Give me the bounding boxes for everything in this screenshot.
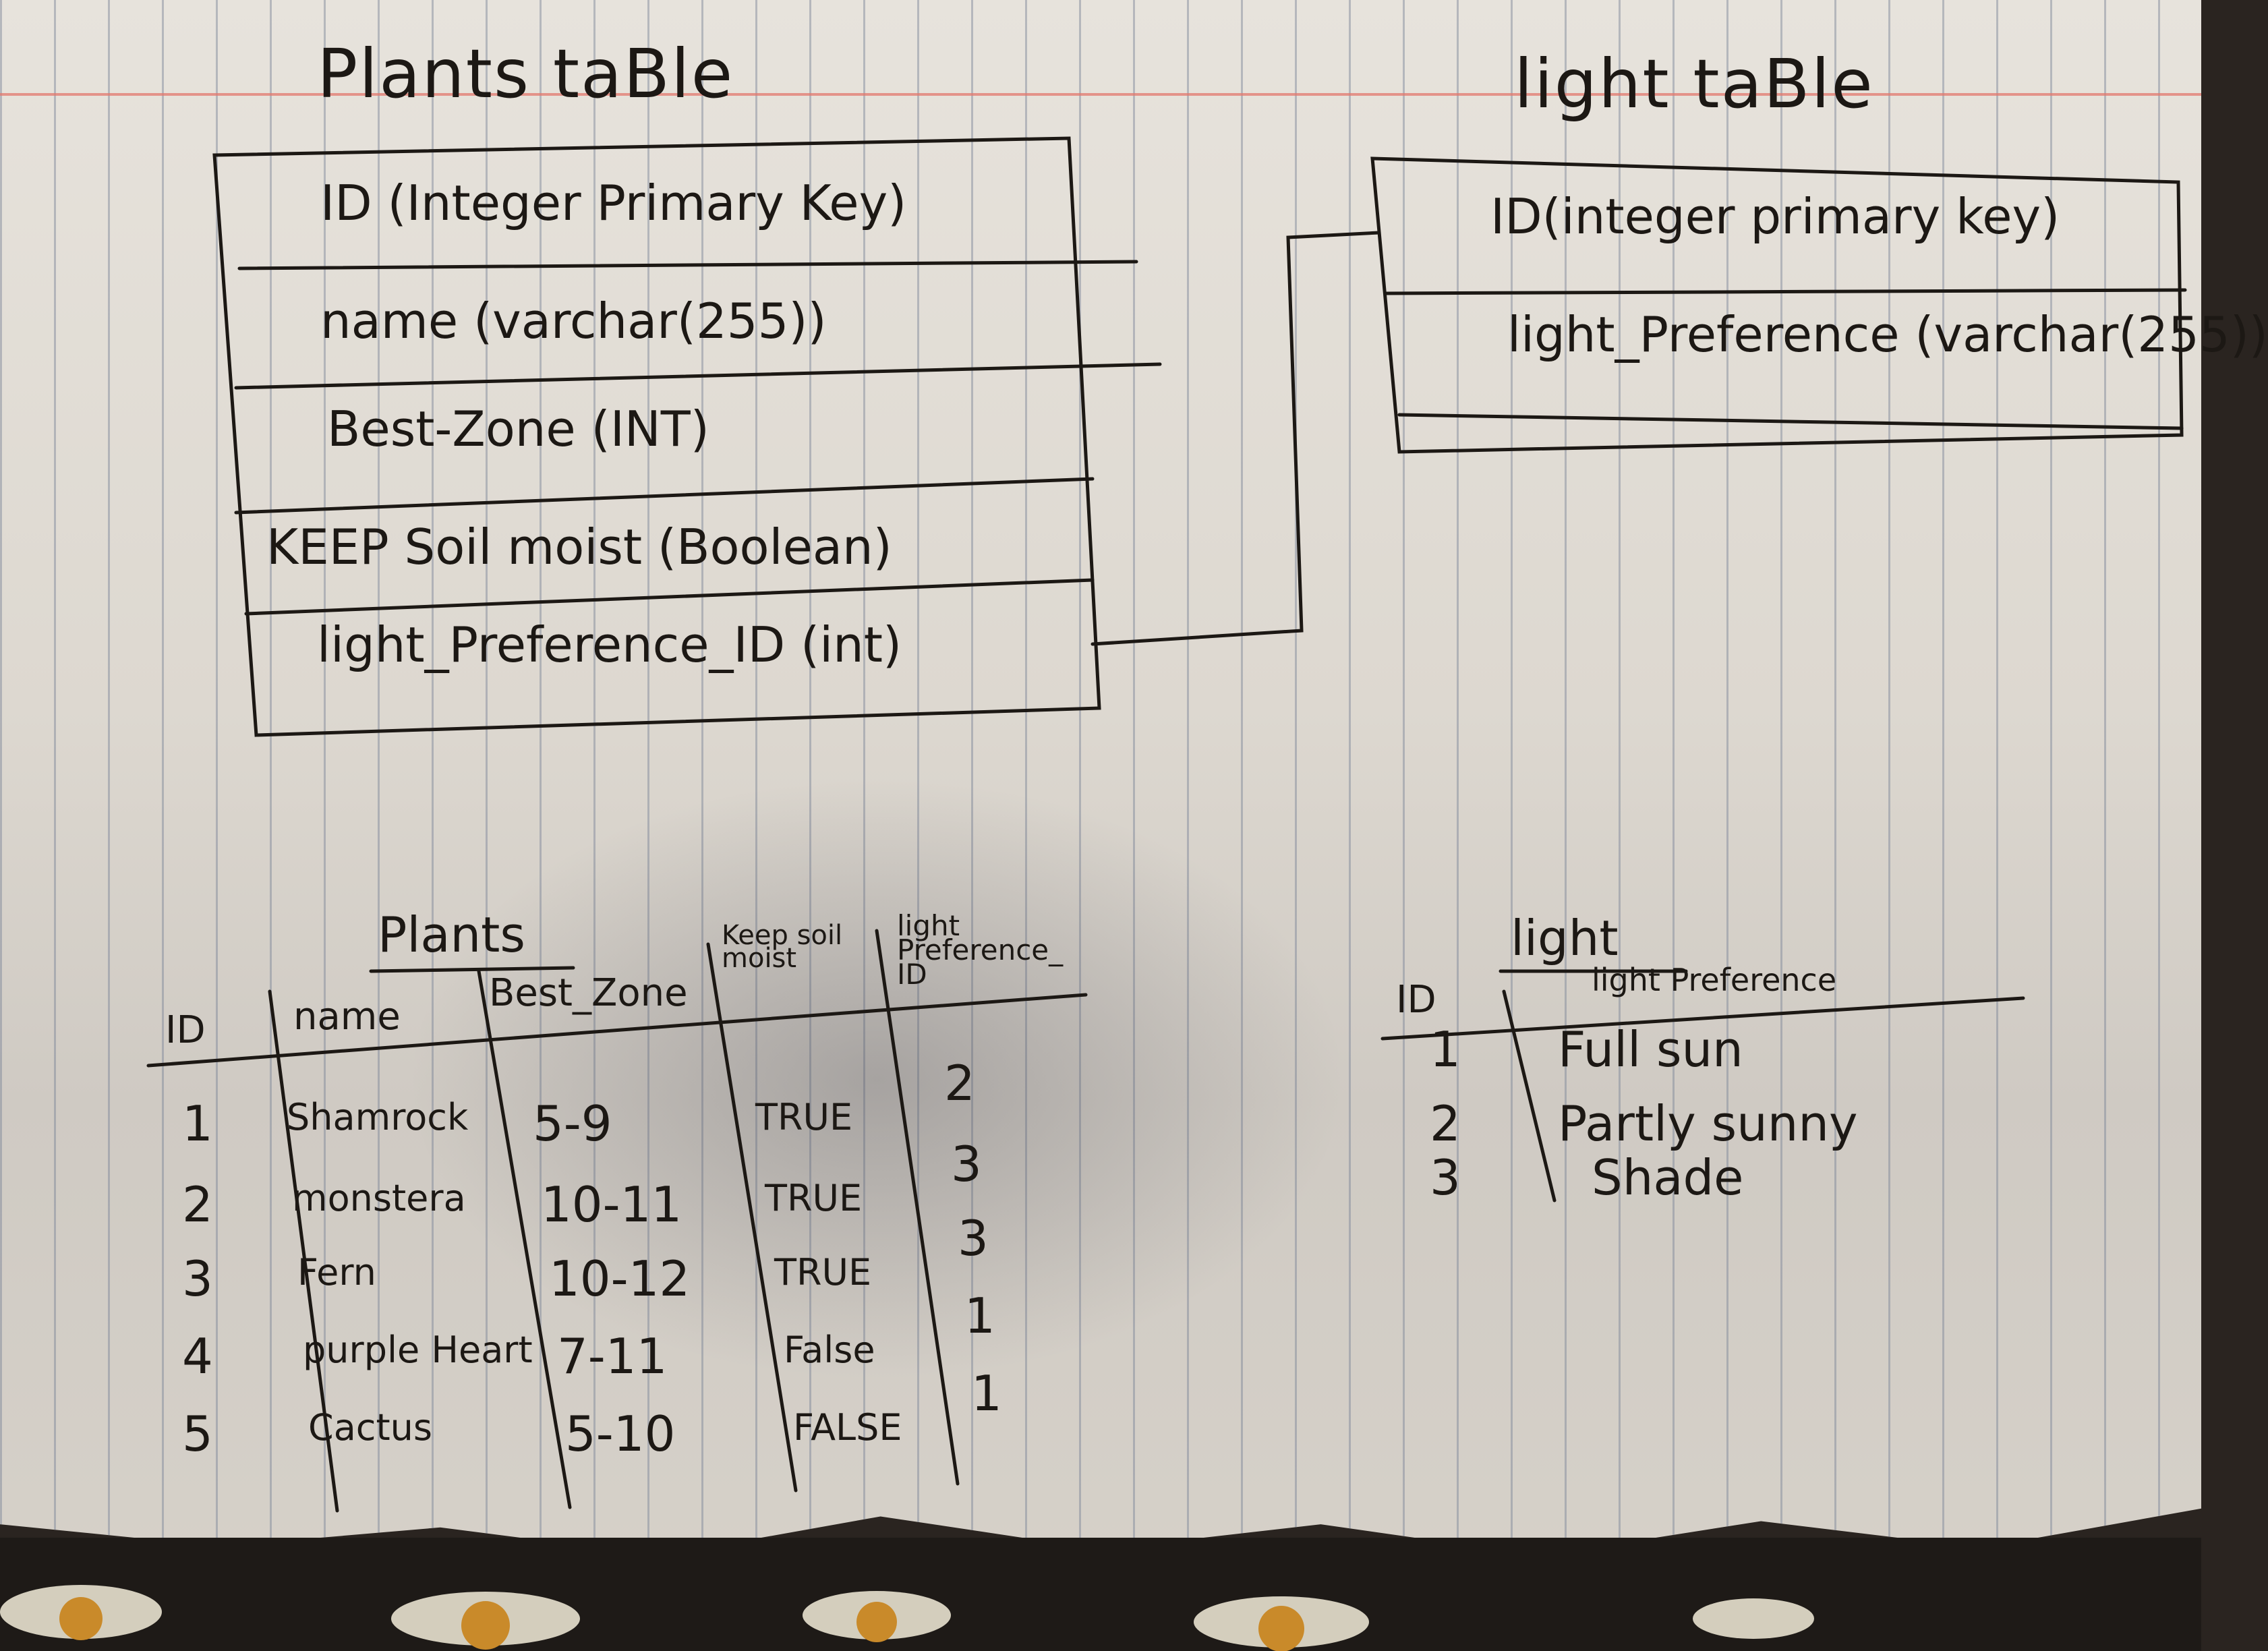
plants-row-divider	[237, 260, 1138, 270]
notebook-paper	[0, 0, 2201, 1556]
plants-field-light-preference-id: light_Preference_ID (int)	[317, 616, 902, 673]
plants-header-keep-soil-moist: Keep soil moist	[722, 920, 843, 974]
plants-cell-best-zone: 5-10	[565, 1406, 676, 1462]
light-row-divider	[1397, 413, 2184, 430]
plants-col-divider	[875, 929, 960, 1486]
plants-cell-light-preference-id: 1	[971, 1365, 1002, 1422]
light-field-id: ID(integer primary key)	[1490, 188, 2060, 245]
light-header-id: ID	[1396, 978, 1436, 1022]
light-cell-id: 2	[1430, 1095, 1461, 1152]
plants-col-divider	[477, 969, 572, 1509]
foreign-key-connector	[1091, 231, 1381, 646]
plants-cell-name: Cactus	[308, 1406, 433, 1449]
plants-cell-light-preference-id: 2	[944, 1055, 975, 1111]
plants-table-title: Plants taBle	[317, 34, 734, 113]
plants-title-underline	[369, 966, 575, 973]
plants-cell-best-zone: 7-11	[557, 1328, 668, 1385]
light-cell-light-preference: Partly sunny	[1558, 1095, 1858, 1152]
plants-data-title: Plants	[378, 906, 525, 963]
plants-cell-light-preference-id: 3	[958, 1210, 989, 1267]
plants-cell-keep-soil-moist: FALSE	[793, 1406, 902, 1449]
light-header-underline	[1380, 996, 2025, 1041]
plants-row-divider	[234, 477, 1095, 515]
light-row-divider	[1384, 288, 2187, 295]
plants-cell-keep-soil-moist: TRUE	[755, 1096, 853, 1138]
plants-cell-id: 1	[182, 1095, 213, 1152]
plants-cell-id: 2	[182, 1176, 213, 1233]
light-field-light-preference: light_Preference (varchar(255))	[1507, 306, 2268, 363]
plants-cell-keep-soil-moist: TRUE	[765, 1177, 863, 1219]
light-cell-light-preference: Full sun	[1558, 1021, 1743, 1078]
plants-cell-name: Fern	[297, 1251, 376, 1294]
shadow	[405, 776, 1349, 1383]
plants-field-id: ID (Integer Primary Key)	[320, 175, 907, 231]
plants-cell-best-zone: 5-9	[533, 1095, 612, 1152]
plants-field-keep-soil-moist: KEEP Soil moist (Boolean)	[266, 519, 892, 575]
plants-cell-keep-soil-moist: False	[784, 1329, 875, 1371]
plants-cell-best-zone: 10-12	[549, 1250, 691, 1307]
plants-col-divider	[706, 942, 798, 1493]
plants-cell-id: 5	[182, 1406, 213, 1462]
plants-field-best-zone: Best-Zone (INT)	[327, 401, 709, 457]
light-data-title: light	[1511, 910, 1619, 966]
plants-header-id: ID	[165, 1008, 206, 1052]
plants-header-light-preference-id: light Preference_ ID	[897, 909, 1064, 991]
plants-cell-name: monstera	[292, 1177, 466, 1219]
plants-cell-light-preference-id: 3	[951, 1136, 982, 1192]
margin-line	[0, 93, 2201, 96]
plants-cell-best-zone: 10-11	[541, 1176, 682, 1233]
light-box-outline	[1370, 156, 2184, 454]
plants-row-divider	[234, 362, 1162, 390]
plants-col-divider	[268, 989, 339, 1513]
plants-cell-id: 4	[182, 1328, 213, 1385]
plants-header-underline	[146, 993, 1088, 1068]
light-header-light-preference: light Preference	[1592, 962, 1837, 998]
light-cell-id: 3	[1430, 1149, 1461, 1206]
plants-cell-keep-soil-moist: TRUE	[774, 1251, 872, 1294]
plants-box-outline	[212, 136, 1101, 737]
light-cell-light-preference: Shade	[1592, 1149, 1744, 1206]
light-col-divider	[1502, 989, 1557, 1203]
plants-row-divider	[244, 578, 1095, 616]
plants-header-name: name	[293, 995, 401, 1039]
plants-cell-light-preference-id: 1	[964, 1287, 995, 1344]
light-cell-id: 1	[1430, 1021, 1461, 1078]
plants-cell-name: purple Heart	[303, 1329, 533, 1371]
plants-cell-name: Shamrock	[287, 1096, 469, 1138]
light-table-title: light taBle	[1514, 45, 1874, 123]
plants-cell-id: 3	[182, 1250, 213, 1307]
plants-header-best-zone: Best_Zone	[489, 971, 688, 1015]
plants-field-name: name (varchar(255))	[320, 293, 827, 349]
ink-lines	[146, 136, 2187, 1513]
daisy-fabric-background	[0, 1538, 2201, 1651]
